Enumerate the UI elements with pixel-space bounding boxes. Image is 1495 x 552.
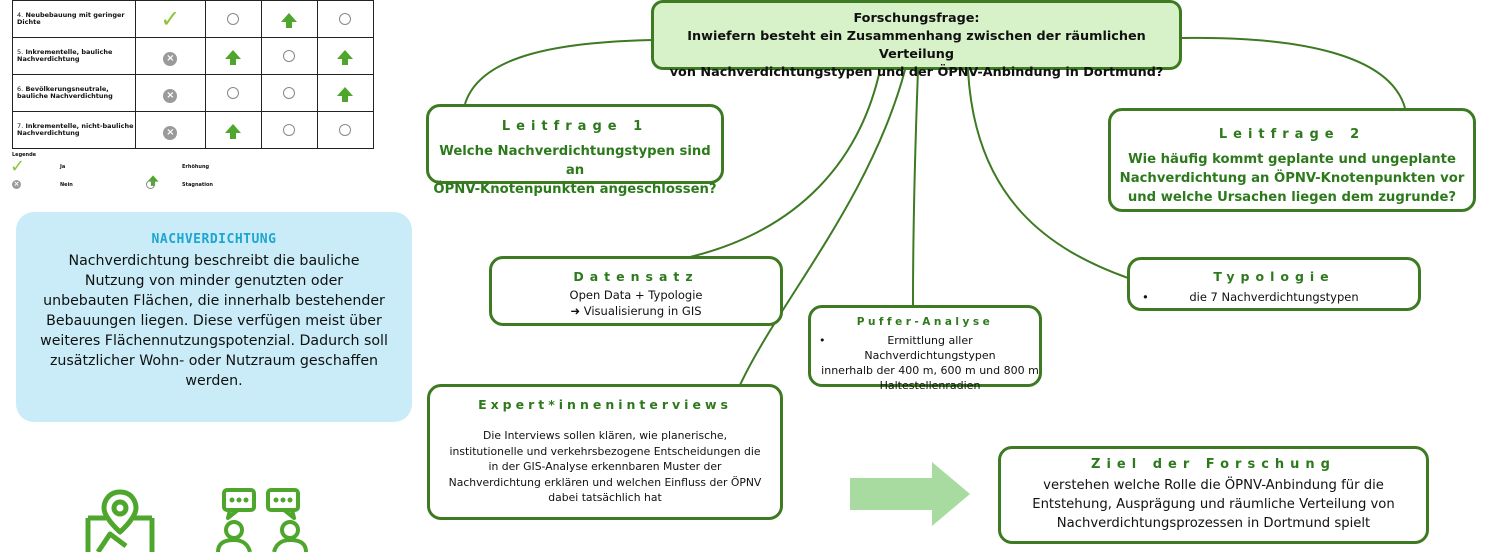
legend-erhoehung: Erhöhung — [182, 164, 210, 170]
circle-icon — [146, 180, 155, 189]
leitfrage1-title: Leitfrage 1 — [501, 119, 649, 134]
legend-title: Legende — [12, 152, 37, 158]
leitfrage2-line1: Wie häufig kommt geplante und ungeplante — [1128, 152, 1456, 167]
typologie-box: Typologie • die 7 Nachverdichtungstypen — [1127, 257, 1421, 311]
circle-icon — [283, 49, 296, 62]
puffer-item: • Ermittlung aller Nachverdichtungstypen… — [819, 334, 1039, 392]
leitfrage1-line1: Welche Nachverdichtungstypen sind an — [439, 144, 711, 178]
connector-leitfrage2 — [1179, 36, 1406, 109]
leitfrage2-line2: Nachverdichtung an ÖPNV-Knotenpunkten vo… — [1119, 171, 1465, 186]
circle-icon — [283, 86, 296, 99]
research-line1: Inwiefern besteht ein Zusammenhang zwisc… — [687, 29, 1146, 62]
experten-title: Expert*inneninterviews — [478, 397, 732, 412]
table-row: 6. Bevölkerungsneutrale, bauliche Nachve… — [12, 74, 375, 112]
big-right-arrow-icon — [850, 462, 970, 526]
info-text: Nachverdichtung beschreibt die bauliche … — [40, 253, 388, 389]
x-circle-icon: × — [163, 52, 178, 66]
datensatz-title: Datensatz — [573, 269, 699, 284]
experten-line4: Nachverdichtung erklären und welchen Ein… — [448, 475, 762, 489]
connector-experten — [739, 69, 906, 386]
experten-line5: dabei tatsächlich hat — [548, 491, 662, 504]
legend-nein: Nein — [60, 182, 73, 188]
circle-icon — [339, 123, 352, 136]
connector-puffer — [912, 69, 919, 306]
circle-icon — [283, 123, 296, 136]
check-icon: ✓ — [10, 156, 26, 177]
puffer-analyse-box: Puffer-Analyse • Ermittlung aller Nachve… — [808, 305, 1042, 392]
leitfrage1-box: Leitfrage 1 Welche Nachverdichtungstypen… — [426, 104, 724, 197]
typologie-item: • die 7 Nachverdichtungstypen — [1142, 290, 1359, 304]
interview-people-icon — [216, 488, 308, 552]
legend-ja: Ja — [60, 164, 66, 170]
legend-stagnation: Stagnation — [182, 182, 213, 188]
datensatz-box: Datensatz Open Data + Typologie ➜ Visual… — [489, 256, 783, 326]
row-label: 5. Inkrementelle, bauliche Nachverdichtu… — [12, 37, 136, 75]
arrow-up-icon — [281, 12, 298, 28]
bullet-icon: • — [1142, 290, 1149, 304]
arrow-up-icon — [337, 86, 354, 102]
research-heading: Forschungsfrage: — [853, 11, 980, 26]
ziel-line1: verstehen welche Rolle die ÖPNV-Anbindun… — [1043, 478, 1384, 493]
experten-line2: institutionelle und verkehrsbezogene Ent… — [449, 444, 761, 458]
datensatz-line2: ➜ Visualisierung in GIS — [570, 304, 702, 318]
x-circle-icon: × — [12, 180, 21, 189]
typologie-title: Typologie — [1213, 269, 1335, 284]
circle-icon — [227, 86, 240, 99]
connector-datensatz — [689, 69, 881, 258]
bullet-icon: • — [819, 334, 826, 347]
x-circle-icon: × — [163, 126, 178, 140]
nachverdichtung-info-box: NACHVERDICHTUNG Nachverdichtung beschrei… — [16, 212, 412, 422]
row-label: 4. Neubebauung mit geringer Dichte — [12, 0, 136, 38]
research-line2: von Nachverdichtungstypen und der ÖPNV-A… — [669, 65, 1164, 80]
puffer-title: Puffer-Analyse — [856, 316, 994, 328]
row-label: 6. Bevölkerungsneutrale, bauliche Nachve… — [12, 74, 136, 112]
typology-table: 4. Neubebauung mit geringer Dichte ✓ 5. … — [12, 0, 375, 149]
ziel-title: Ziel der Forschung — [1091, 457, 1336, 472]
table-row: 4. Neubebauung mit geringer Dichte ✓ — [12, 0, 375, 38]
x-circle-icon: × — [163, 89, 178, 103]
leitfrage2-line3: und welche Ursachen liegen dem zugrunde? — [1127, 190, 1457, 205]
experten-line3: in der GIS-Analyse erkennbaren Muster de… — [488, 460, 722, 473]
info-title: NACHVERDICHTUNG — [151, 232, 277, 247]
arrow-up-icon — [337, 49, 354, 65]
connector-typologie — [967, 69, 1129, 279]
leitfrage2-box: Leitfrage 2 Wie häufig kommt geplante un… — [1108, 108, 1476, 212]
row-label: 7. Inkrementelle, nicht-bauliche Nachver… — [12, 111, 136, 149]
experten-line1: Die Interviews sollen klären, wie planer… — [483, 429, 727, 442]
leitfrage1-line2: ÖPNV-Knotenpunkten angeschlossen? — [433, 182, 717, 197]
map-location-icon — [85, 489, 155, 552]
connector-leitfrage1 — [464, 39, 653, 105]
arrow-up-icon — [225, 49, 242, 65]
table-row: 5. Inkrementelle, bauliche Nachverdichtu… — [12, 37, 375, 75]
experteninterviews-box: Expert*inneninterviews Die Interviews so… — [427, 384, 783, 520]
circle-icon — [227, 12, 240, 25]
leitfrage2-title: Leitfrage 2 — [1218, 127, 1366, 142]
circle-icon — [339, 12, 352, 25]
datensatz-line1: Open Data + Typologie — [569, 288, 703, 302]
research-question-box: Forschungsfrage: Inwiefern besteht ein Z… — [651, 0, 1182, 80]
arrow-up-icon — [225, 123, 242, 139]
ziel-line2: Entstehung, Ausprägung und räumliche Ver… — [1032, 497, 1395, 512]
check-icon: ✓ — [160, 5, 181, 33]
table-row: 7. Inkrementelle, nicht-bauliche Nachver… — [12, 111, 375, 149]
ziel-line3: Nachverdichtungsprozessen in Dortmund sp… — [1056, 516, 1371, 531]
ziel-forschung-box: Ziel der Forschung verstehen welche Roll… — [998, 446, 1429, 544]
